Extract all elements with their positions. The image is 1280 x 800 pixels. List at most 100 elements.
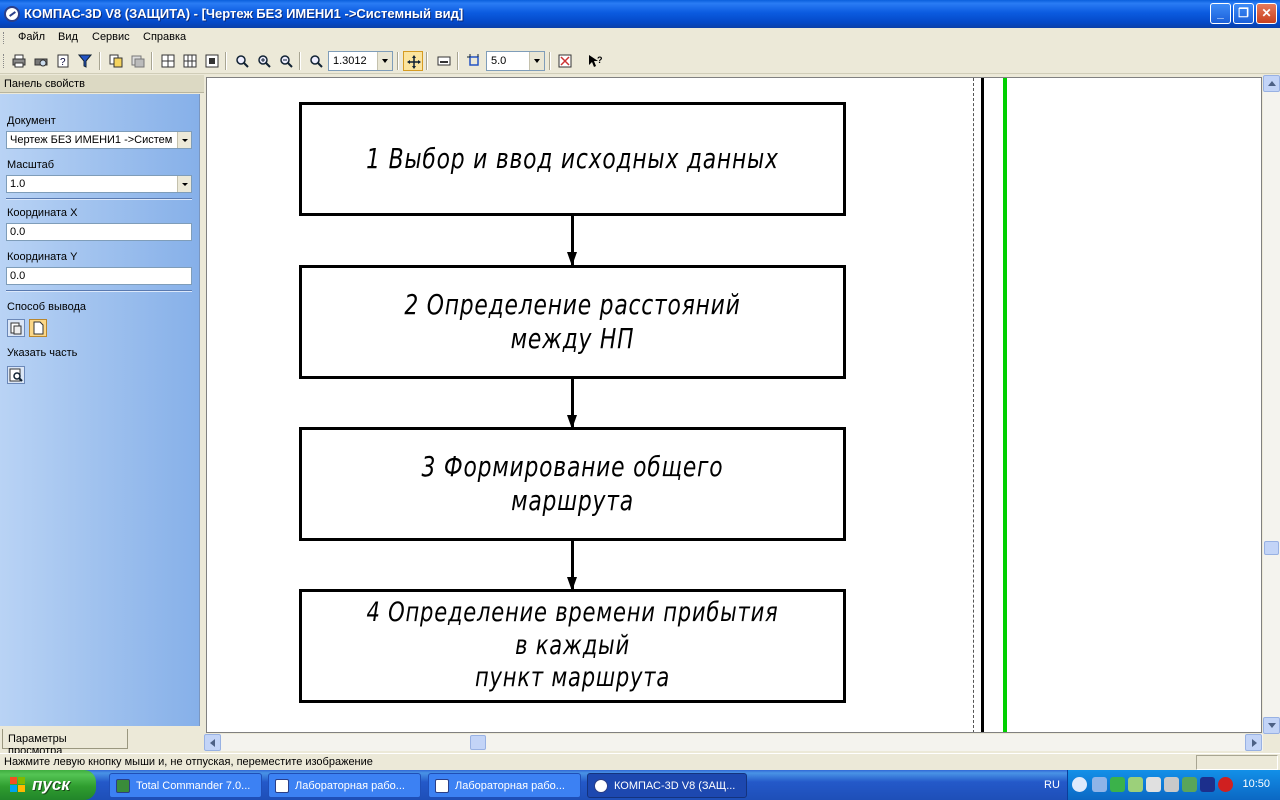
toolbar-separator [151, 52, 153, 70]
restore-button[interactable]: ❐ [1233, 3, 1254, 24]
drawing-area: 1 Выбор и ввод исходных данных 2 Определ… [204, 75, 1280, 752]
panel-divider [6, 290, 192, 292]
scroll-left-button[interactable] [204, 734, 221, 751]
layers-icon[interactable] [128, 51, 148, 71]
language-indicator[interactable]: RU [1044, 779, 1060, 791]
document-info-icon[interactable]: ? [53, 51, 73, 71]
document-value: Чертеж БЕЗ ИМЕНИ1 ->Систем [10, 134, 173, 146]
chevron-down-icon[interactable] [177, 176, 191, 192]
drawing-canvas[interactable]: 1 Выбор и ввод исходных данных 2 Определ… [206, 77, 1262, 733]
tray-app-icon[interactable] [1128, 777, 1143, 792]
zoom-scale-icon[interactable] [306, 51, 326, 71]
security-icon[interactable] [1110, 777, 1125, 792]
tray-expand-icon[interactable] [1072, 777, 1087, 792]
view-window-icon[interactable] [202, 51, 222, 71]
zoom-scale-combo[interactable]: 1.3012 [328, 51, 393, 71]
toolbar-separator [99, 52, 101, 70]
horizontal-scroll-thumb[interactable] [470, 735, 486, 750]
kompas-app-icon [594, 779, 608, 793]
vertical-scroll-thumb[interactable] [1264, 541, 1279, 555]
flowchart-step-3[interactable]: 3 Формирование общего маршрута [299, 427, 846, 541]
toolbar-separator [225, 52, 227, 70]
menu-service[interactable]: Сервис [92, 31, 130, 43]
scale-select[interactable]: 1.0 [6, 175, 192, 193]
start-button[interactable]: пуск [0, 770, 96, 800]
close-button[interactable]: ✕ [1256, 3, 1277, 24]
task-kompas[interactable]: КОМПАС-3D V8 (ЗАЩ... [587, 773, 747, 798]
toolbar-separator [549, 52, 551, 70]
task-total-commander[interactable]: Total Commander 7.0... [109, 773, 262, 798]
chevron-down-icon[interactable] [529, 52, 544, 70]
kompas-app-icon[interactable] [4, 6, 20, 22]
scroll-right-button[interactable] [1245, 734, 1262, 751]
copy-icon[interactable] [106, 51, 126, 71]
coord-y-field[interactable]: 0.0 [6, 267, 192, 285]
coord-y-label: Координата Y [7, 251, 78, 263]
taskbar: пуск Total Commander 7.0... Лабораторная… [0, 770, 1280, 800]
filter-icon[interactable] [75, 51, 95, 71]
output-window-icon[interactable] [7, 319, 25, 337]
menu-help[interactable]: Справка [143, 31, 187, 43]
network-disconnected-icon[interactable] [1146, 777, 1161, 792]
zoom-scale-value: 1.3012 [333, 55, 367, 67]
scroll-down-button[interactable] [1263, 717, 1280, 734]
pan-icon[interactable] [403, 51, 423, 71]
output-page-icon[interactable] [29, 319, 47, 337]
menu-grip[interactable] [3, 32, 6, 44]
panel-header: Панель свойств [0, 75, 204, 93]
flowchart-step-2[interactable]: 2 Определение расстояний между НП [299, 265, 846, 379]
scale-value: 1.0 [10, 178, 26, 190]
zoom-out-icon[interactable] [276, 51, 296, 71]
coord-x-label: Координата X [7, 207, 78, 219]
snap-step-icon[interactable] [464, 51, 484, 71]
network-icon[interactable] [1092, 777, 1107, 792]
coord-y-value: 0.0 [10, 270, 26, 282]
flowchart-step-4[interactable]: 4 Определение времени прибытия в каждый … [299, 589, 846, 703]
scroll-corner [1263, 734, 1280, 751]
panel-divider [6, 198, 192, 200]
total-commander-icon [116, 779, 130, 793]
chevron-down-icon[interactable] [377, 52, 392, 70]
toolbar-grip[interactable] [3, 54, 6, 68]
zoom-icon[interactable] [232, 51, 252, 71]
title-bar: КОМПАС-3D V8 (ЗАЩИТА) - [Чертеж БЕЗ ИМЕН… [0, 0, 1280, 28]
step-2-text: 2 Определение расстояний между НП [404, 288, 741, 355]
properties-panel: Панель свойств Документ Чертеж БЕЗ ИМЕНИ… [0, 75, 204, 757]
toolbar-separator [426, 52, 428, 70]
word-document-icon [275, 779, 289, 793]
minimize-button[interactable]: _ [1210, 3, 1231, 24]
tray-app-icon[interactable] [1200, 777, 1215, 792]
step-combo[interactable]: 5.0 [486, 51, 545, 71]
context-help-icon[interactable]: ? [585, 51, 605, 71]
task-label: Лабораторная рабо... [295, 780, 405, 792]
tray-app-icon[interactable] [1182, 777, 1197, 792]
chevron-down-icon[interactable] [177, 132, 191, 148]
document-select[interactable]: Чертеж БЕЗ ИМЕНИ1 ->Систем [6, 131, 192, 149]
view-fit-icon[interactable] [158, 51, 178, 71]
window-title: КОМПАС-3D V8 (ЗАЩИТА) - [Чертеж БЕЗ ИМЕН… [24, 6, 464, 21]
menu-view[interactable]: Вид [58, 31, 78, 43]
antivirus-icon[interactable] [1218, 777, 1233, 792]
scroll-up-button[interactable] [1263, 75, 1280, 92]
tab-view-parameters[interactable]: Параметры просмотра [2, 729, 128, 757]
horizontal-scrollbar[interactable] [204, 734, 1263, 751]
step-3-text: 3 Формирование общего маршрута [421, 450, 724, 517]
flowchart-arrow [567, 216, 577, 266]
view-all-icon[interactable] [180, 51, 200, 71]
tray-app-icon[interactable] [1164, 777, 1179, 792]
zoom-in-icon[interactable] [254, 51, 274, 71]
coord-x-field[interactable]: 0.0 [6, 223, 192, 241]
select-part-icon[interactable] [7, 366, 25, 384]
scale-label: Масштаб [7, 159, 55, 171]
menu-file[interactable]: Файл [18, 31, 46, 43]
task-word-doc-2[interactable]: Лабораторная рабо... [428, 773, 581, 798]
print-setup-icon[interactable] [555, 51, 575, 71]
print-icon[interactable] [9, 51, 29, 71]
flowchart-step-1[interactable]: 1 Выбор и ввод исходных данных [299, 102, 846, 216]
start-label: пуск [32, 775, 70, 794]
print-preview-icon[interactable] [31, 51, 51, 71]
display-icon[interactable] [434, 51, 454, 71]
task-word-doc-1[interactable]: Лабораторная рабо... [268, 773, 421, 798]
vertical-scrollbar[interactable] [1263, 75, 1280, 734]
coord-x-value: 0.0 [10, 226, 26, 238]
